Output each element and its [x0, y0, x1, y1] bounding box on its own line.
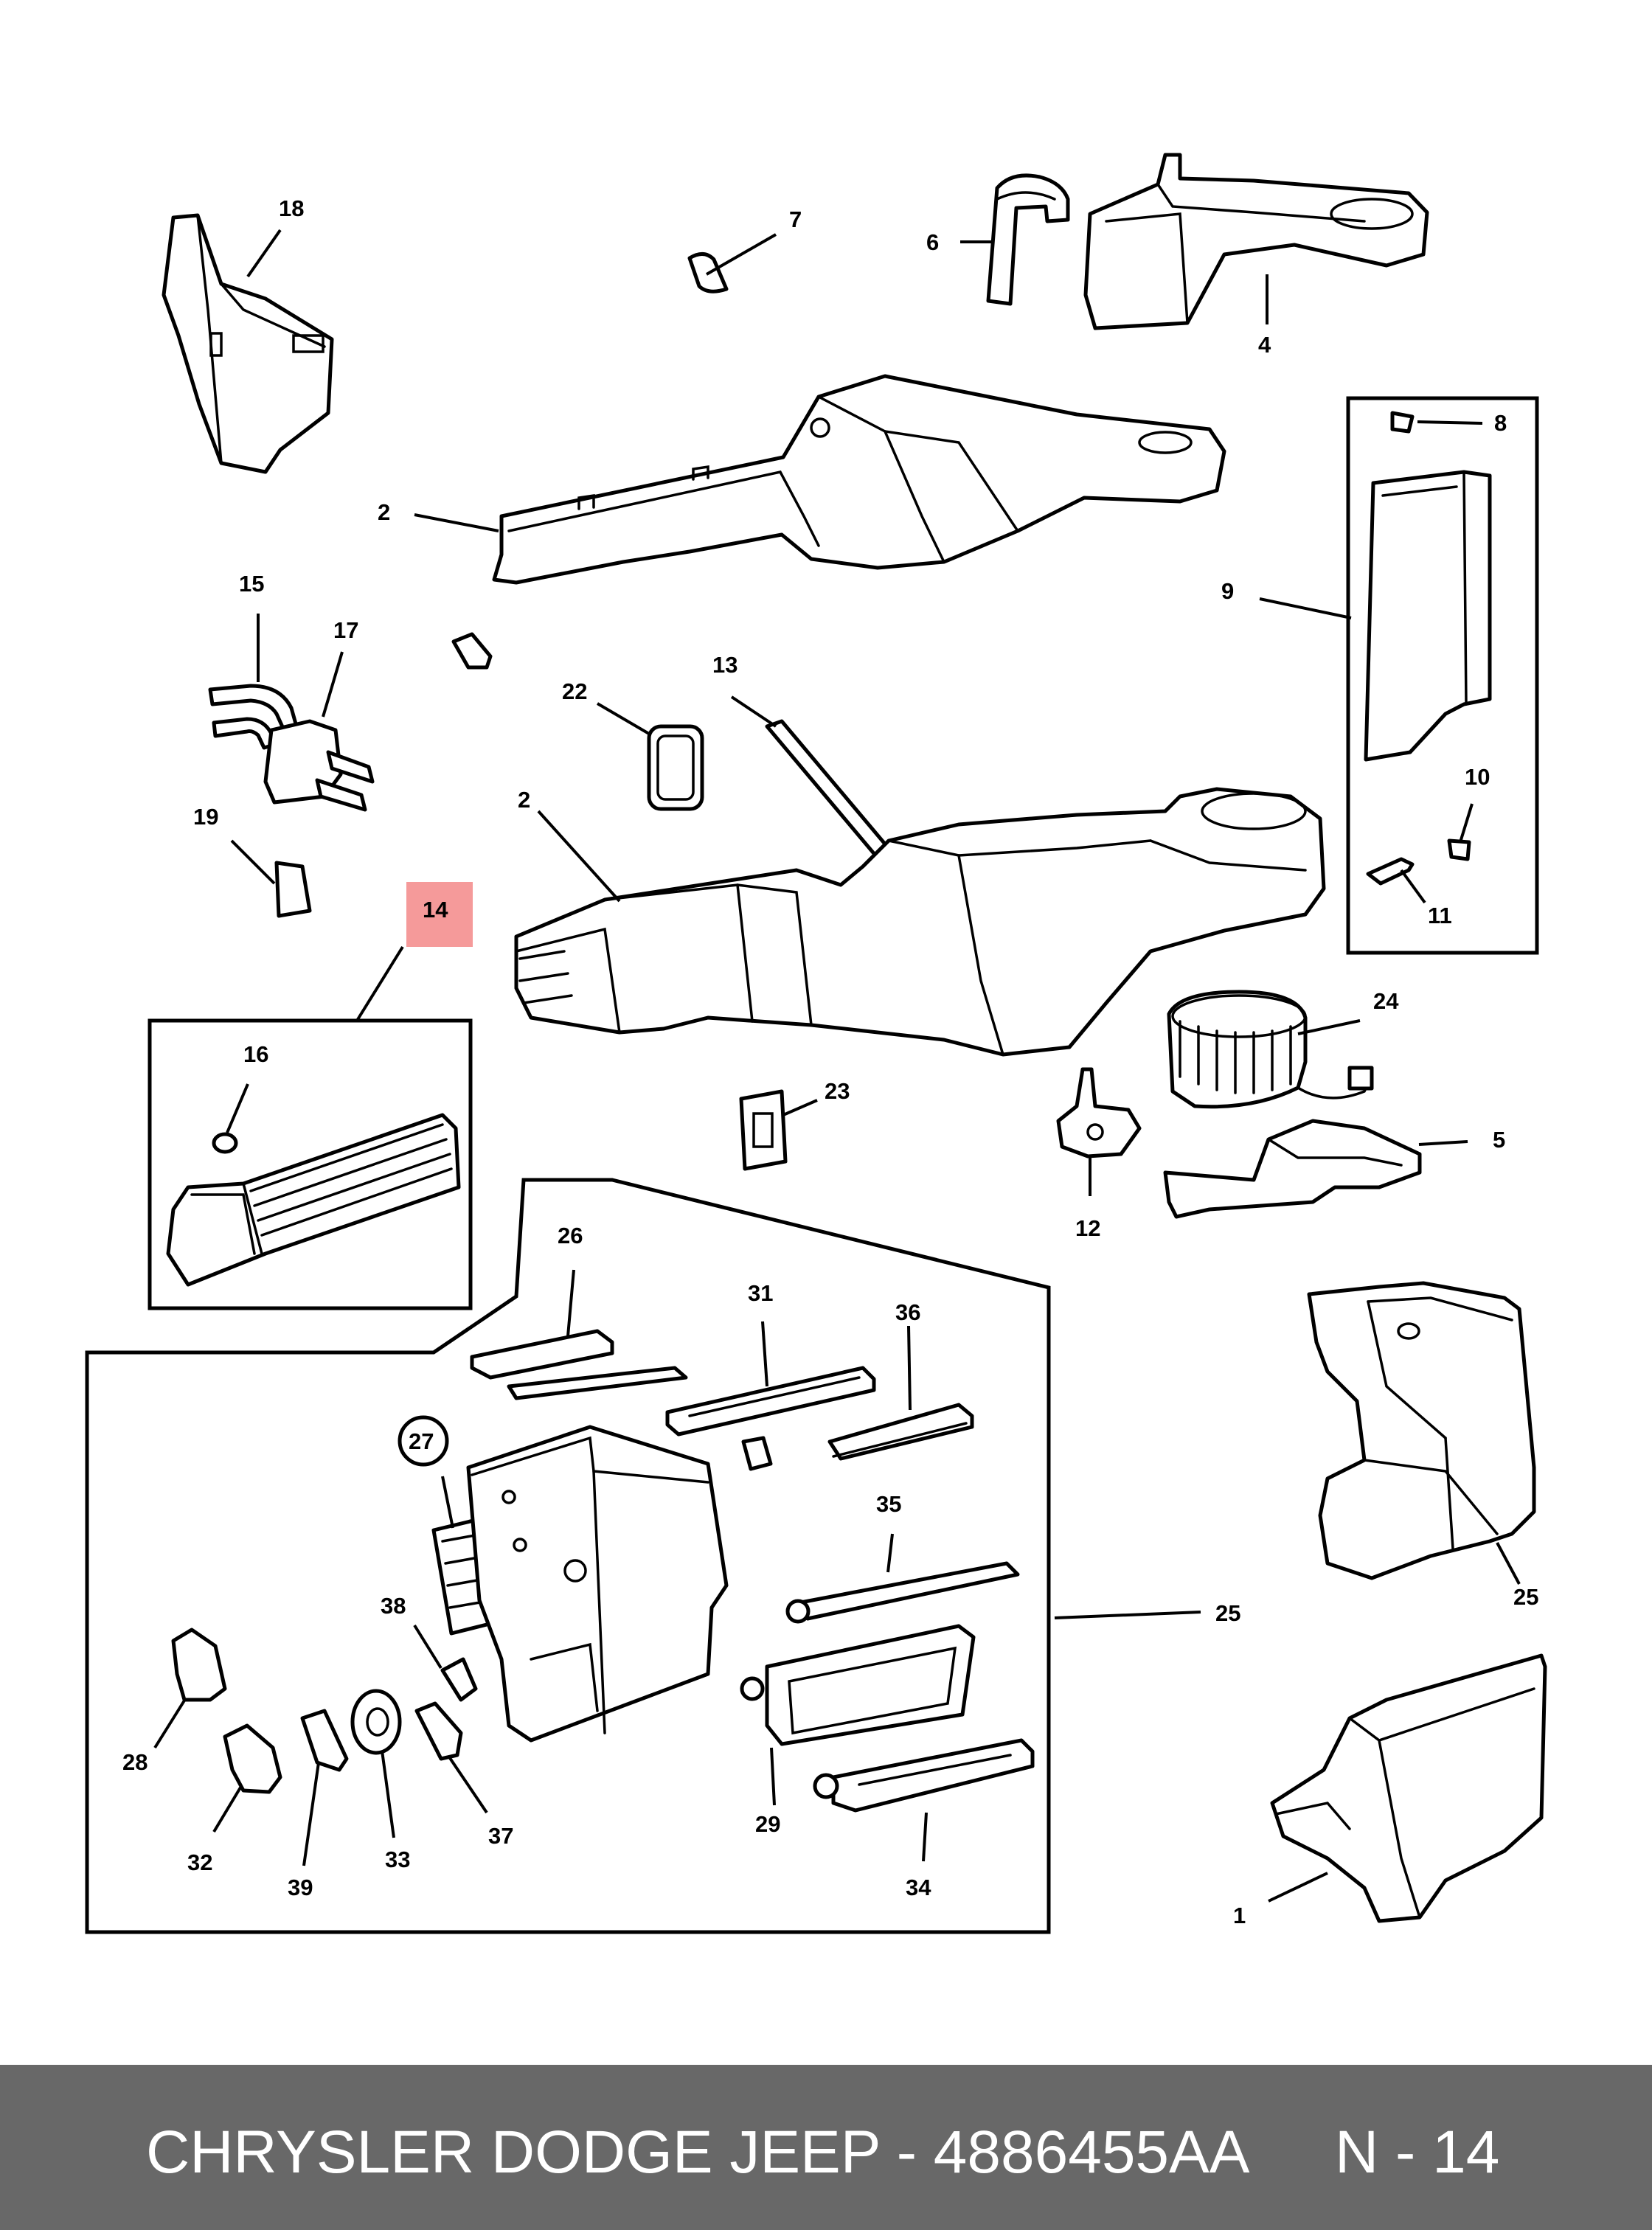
part-38-gear	[440, 1657, 478, 1702]
callout-35: 35	[876, 1491, 901, 1517]
callout-2-lower: 2	[518, 787, 530, 813]
callout-9: 9	[1221, 578, 1234, 604]
callout-27-circle	[398, 1415, 449, 1467]
part-2-lower-housing	[514, 787, 1326, 1057]
part-33-gear	[350, 1689, 402, 1755]
callout-19: 19	[193, 804, 218, 830]
callout-16: 16	[243, 1041, 268, 1067]
part-6-seal	[986, 173, 1070, 306]
part-28-actuator	[171, 1628, 227, 1702]
callout-24: 24	[1373, 988, 1399, 1014]
callout-14: 14	[423, 897, 448, 923]
callout-38: 38	[381, 1593, 406, 1619]
part-39-lever	[300, 1709, 349, 1772]
callout-37: 37	[488, 1823, 513, 1849]
part-25-housing	[466, 1425, 729, 1743]
box-8-11	[1346, 396, 1539, 955]
footer-page-label: N - 14	[1335, 2119, 1500, 2186]
callout-26: 26	[558, 1223, 583, 1248]
part-32-actuator	[223, 1723, 282, 1794]
part-14-highlight	[406, 882, 473, 947]
part-24-blower	[1167, 990, 1374, 1109]
part-grommet	[741, 1436, 773, 1471]
part-11-clip	[1366, 857, 1415, 886]
part-26-door	[470, 1329, 688, 1400]
callout-34: 34	[906, 1875, 931, 1900]
footer-bar: CHRYSLER DODGE JEEP - 4886455AA N - 14	[0, 2065, 1652, 2230]
callout-31: 31	[748, 1280, 773, 1306]
callout-27: 27	[409, 1428, 434, 1454]
callout-18: 18	[279, 195, 304, 221]
callout-29: 29	[755, 1811, 780, 1837]
part-2-upper-duct	[492, 374, 1226, 585]
callout-2-upper: 2	[378, 499, 390, 525]
part-29-door	[740, 1624, 976, 1746]
callout-25-right: 25	[1513, 1584, 1538, 1610]
part-12-actuator	[1056, 1067, 1142, 1159]
callout-10: 10	[1465, 764, 1490, 790]
callout-32: 32	[187, 1849, 212, 1875]
callout-7: 7	[789, 206, 802, 232]
part-16-o-ring	[212, 1132, 238, 1154]
part-plug	[451, 632, 493, 670]
callout-22: 22	[562, 678, 587, 704]
callout-1: 1	[1233, 1903, 1246, 1928]
callout-5: 5	[1493, 1127, 1505, 1153]
callout-15: 15	[239, 571, 264, 597]
callout-36: 36	[895, 1299, 920, 1325]
part-25-right-housing	[1307, 1281, 1536, 1580]
callout-17: 17	[333, 617, 358, 643]
callout-39: 39	[288, 1875, 313, 1900]
part-5-duct	[1163, 1119, 1422, 1219]
part-36-door	[827, 1403, 974, 1461]
part-23-door	[739, 1089, 788, 1171]
part-10-clip	[1447, 838, 1471, 861]
callout-25-center: 25	[1215, 1600, 1240, 1626]
callout-11: 11	[1428, 903, 1452, 928]
part-18-bracket	[162, 213, 334, 474]
part-17-fitting	[263, 719, 375, 812]
part-37-gear	[414, 1701, 463, 1761]
callout-4: 4	[1258, 332, 1271, 358]
part-34-door	[813, 1738, 1035, 1813]
callout-23: 23	[825, 1078, 850, 1104]
parts-diagram: 18 7 6 4 8 9 2 15 17 22 13 2 19 10 11 24…	[85, 153, 1547, 1934]
box-25	[85, 1178, 1051, 1934]
part-15-tubes	[208, 684, 299, 750]
callout-labels: 18 7 6 4 8 9 2 15 17 22 13 2 19 10 11 24…	[122, 195, 1538, 1928]
part-35-door	[785, 1561, 1020, 1624]
part-4-duct	[1083, 153, 1429, 330]
callout-28: 28	[122, 1749, 148, 1775]
callout-8: 8	[1494, 410, 1507, 436]
part-31-door	[665, 1366, 876, 1437]
callout-33: 33	[385, 1847, 410, 1872]
footer-title: CHRYSLER DODGE JEEP - 4886455AA	[146, 2119, 1250, 2186]
part-22-gasket	[647, 724, 704, 811]
leader-lines	[153, 229, 1521, 1903]
part-1-housing	[1270, 1653, 1547, 1923]
callout-13: 13	[712, 652, 738, 678]
box-14	[148, 1018, 473, 1310]
callout-6: 6	[926, 229, 939, 255]
part-8-cap	[1390, 411, 1415, 434]
part-14-heater-core	[166, 1113, 461, 1287]
callout-12: 12	[1075, 1215, 1100, 1241]
part-9-panel	[1364, 470, 1492, 762]
part-19-clip	[274, 861, 312, 918]
